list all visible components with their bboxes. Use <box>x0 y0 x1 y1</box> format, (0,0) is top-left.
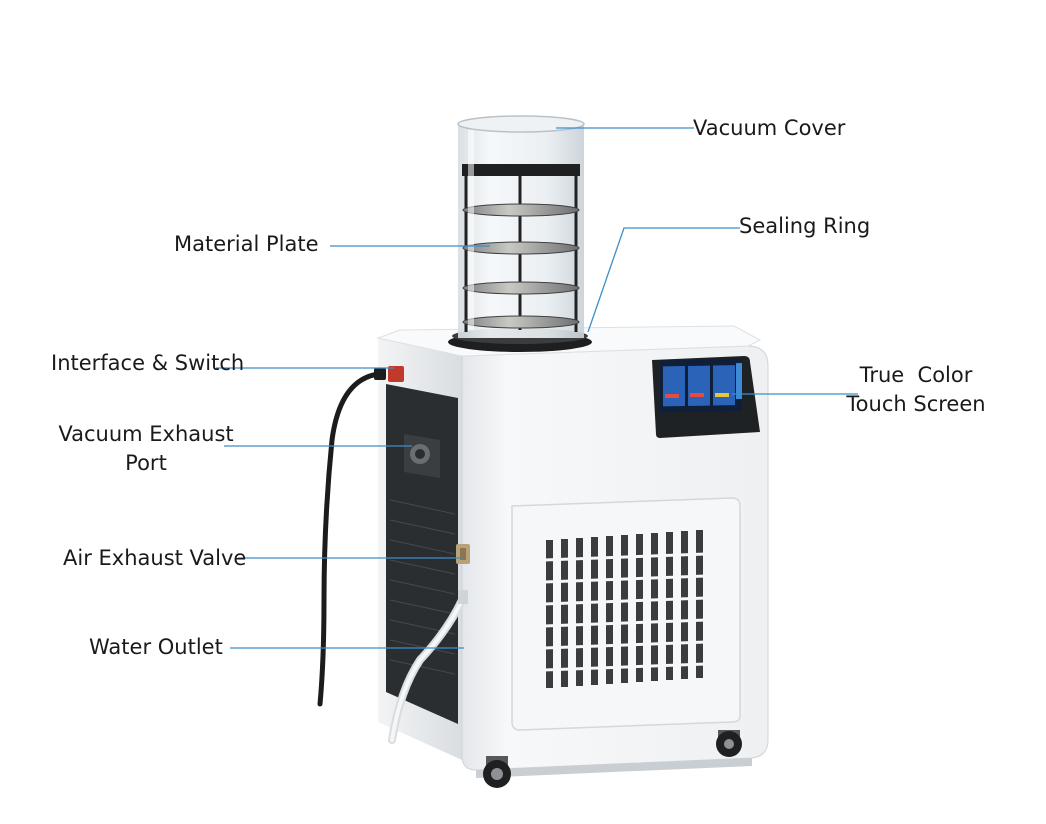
label-water-outlet: Water Outlet <box>89 635 223 659</box>
label-vacuum-exhaust-port-line2: Port <box>125 451 167 475</box>
label-vacuum-exhaust-port-line1: Vacuum Exhaust <box>58 422 234 446</box>
leader-lines <box>216 127 858 649</box>
caster-wheel-right <box>716 730 742 757</box>
vacuum-exhaust-port <box>404 434 440 478</box>
drying-chamber <box>448 115 592 352</box>
label-sealing-ring: Sealing Ring <box>739 214 871 238</box>
air-exhaust-valve <box>456 544 470 564</box>
label-touch-screen: True Color Touch Screen <box>838 361 994 419</box>
label-air-exhaust-valve: Air Exhaust Valve <box>63 546 247 570</box>
label-touch-screen-line2: Touch Screen <box>846 392 986 416</box>
label-touch-screen-line1: True Color <box>859 363 973 387</box>
caster-wheel-left <box>483 756 511 788</box>
label-vacuum-exhaust-port: Vacuum Exhaust Port <box>51 420 241 478</box>
label-vacuum-cover: Vacuum Cover <box>693 116 846 140</box>
label-interface-switch: Interface & Switch <box>51 351 245 375</box>
water-outlet-hose <box>388 590 468 744</box>
leader-sealing-ring <box>587 227 740 333</box>
touch-screen <box>652 356 760 438</box>
label-material-plate: Material Plate <box>174 232 319 256</box>
power-cable <box>317 371 381 707</box>
material-plates <box>462 203 580 329</box>
